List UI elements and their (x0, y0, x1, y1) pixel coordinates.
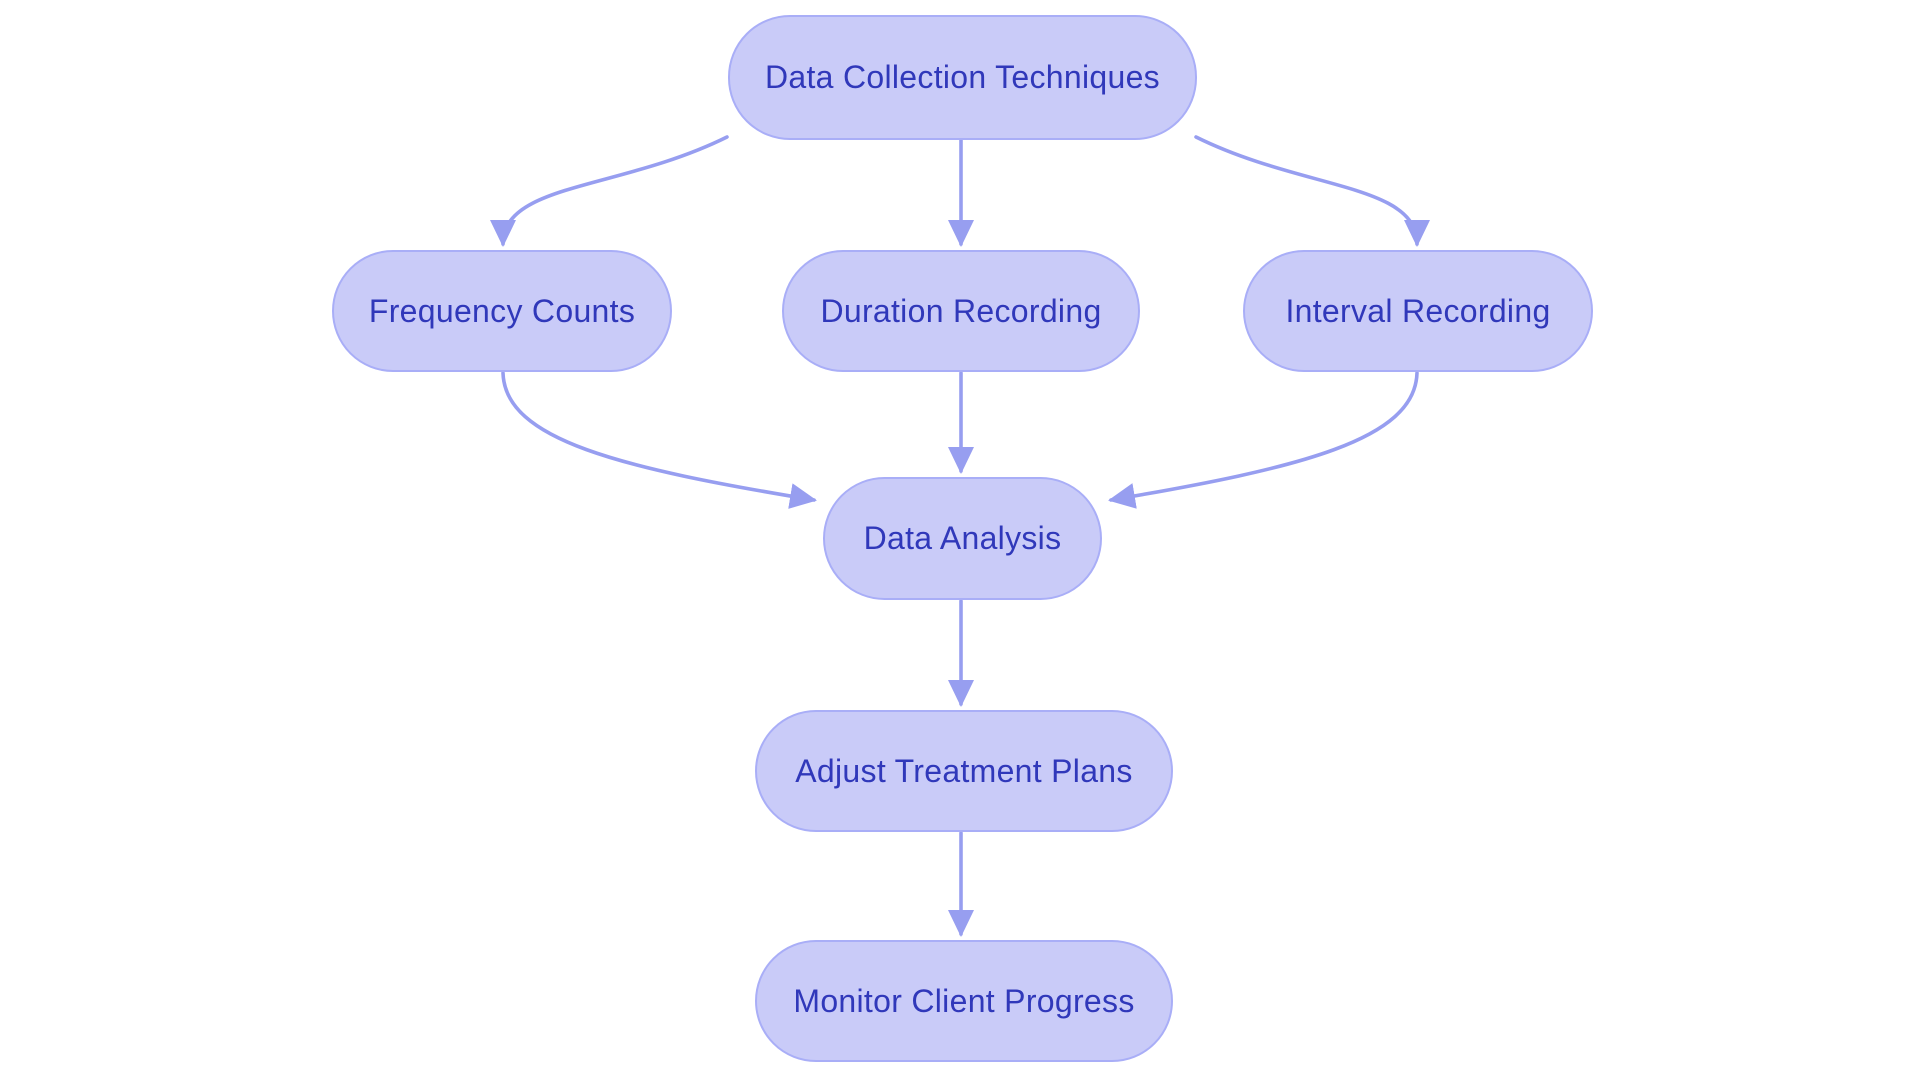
node-monitor-client-progress: Monitor Client Progress (755, 940, 1173, 1062)
node-data-collection-techniques: Data Collection Techniques (728, 15, 1197, 140)
edge-data-collection-to-interval-recording (1194, 135, 1430, 247)
edge-interval-recording-to-data-analysis (1108, 371, 1419, 509)
edge-data-collection-to-frequency-counts (490, 135, 729, 247)
node-label: Interval Recording (1285, 292, 1551, 329)
node-duration-recording: Duration Recording (782, 250, 1140, 372)
node-interval-recording: Interval Recording (1243, 250, 1593, 372)
edge-frequency-counts-to-data-analysis (501, 371, 817, 509)
node-label: Data Analysis (863, 520, 1062, 556)
node-label: Adjust Treatment Plans (795, 752, 1133, 789)
node-label: Frequency Counts (368, 292, 636, 329)
node-label: Data Collection Techniques (764, 59, 1160, 95)
node-adjust-treatment-plans: Adjust Treatment Plans (755, 710, 1173, 832)
node-data-analysis: Data Analysis (823, 477, 1102, 600)
node-label: Monitor Client Progress (793, 982, 1135, 1019)
node-frequency-counts: Frequency Counts (332, 250, 672, 372)
node-label: Duration Recording (820, 292, 1102, 329)
